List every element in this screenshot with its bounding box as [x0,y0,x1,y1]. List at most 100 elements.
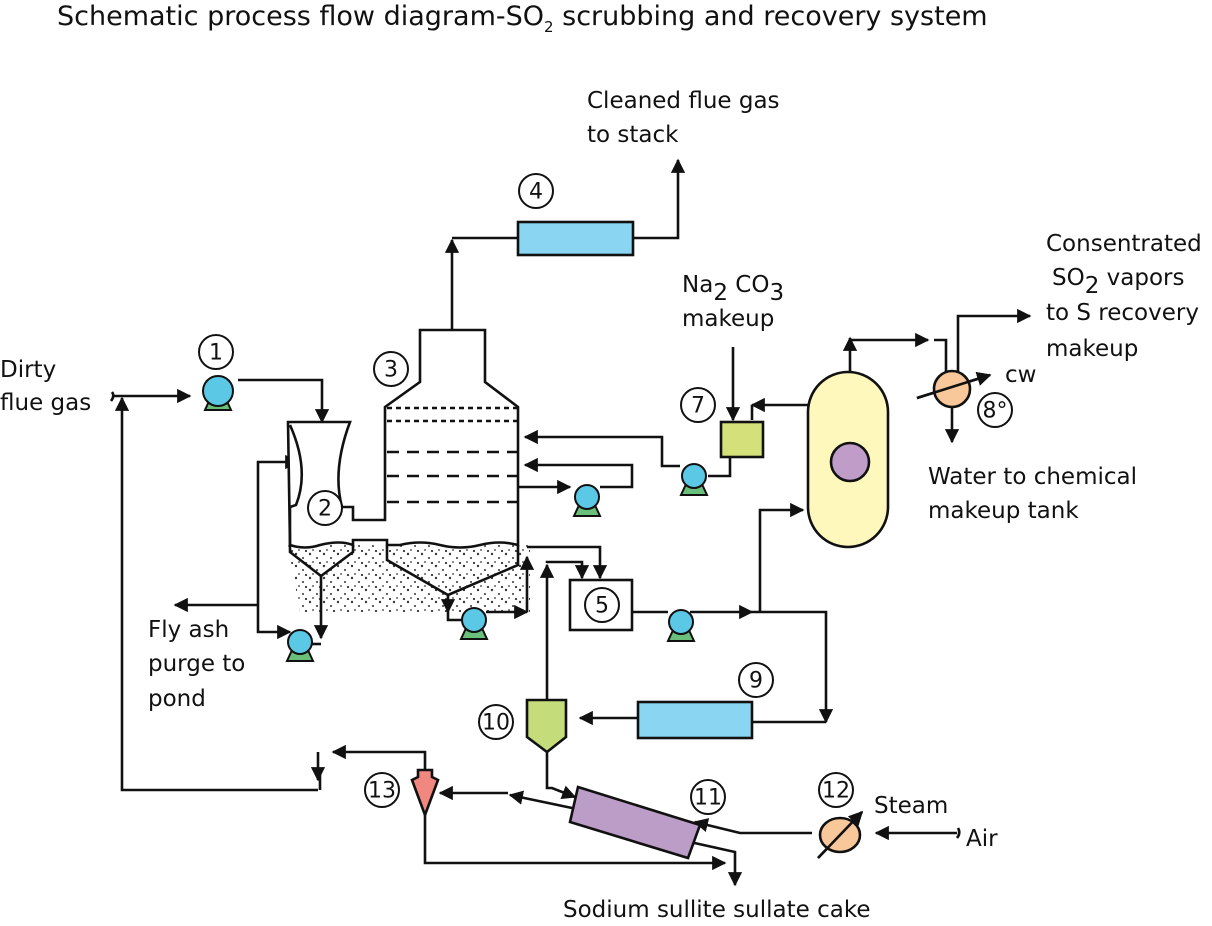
pipe-recirc-return [523,457,634,489]
pipe-to-pump-b [446,612,462,622]
pipe-chem-to-scrubber [523,429,680,468]
number-circle [307,490,343,526]
pipe-to-evaporator [758,502,805,612]
pipe-thickener-to-dryer [545,752,577,799]
number-label: 13 [368,779,396,804]
venturi-left-wall [288,424,304,545]
pipe-break-symbol [109,391,115,402]
equipment-number-7: 8° [977,392,1013,428]
pipe-dryer-solids [689,840,743,887]
equipment-number-10: 11 [690,779,726,815]
number-label: 1 [209,341,223,366]
pipe-so2-vapors-out [956,308,1032,372]
number-label: 12 [822,779,850,804]
pump-scrubber-icon [459,607,489,640]
number-circle [584,587,620,623]
rotary-dryer-11 [568,785,702,860]
label-fly-ash-1: Fly ash [148,617,229,643]
number-circle [518,173,554,209]
pump-body [574,484,600,510]
label-dirty-flue-gas-1: Dirty [0,357,56,383]
pipe-to-tank5-b [545,560,590,580]
pipe-chem-tank-out [708,457,732,478]
pump-body [202,375,234,407]
number-label: 7 [691,394,705,419]
pump-recirc-icon [572,484,602,517]
label-cleaned-flue-gas-2: to stack [587,122,679,148]
venturi-hopper [288,545,355,578]
scrubber-hopper [385,545,520,597]
pipe-to-cooler9 [752,610,834,724]
label-so2-line1: Consentrated [1046,231,1202,257]
pump-body [668,609,694,635]
pump-chem-icon [679,463,709,496]
cooler-9 [636,700,754,740]
equipment-number-8: 9 [738,662,774,698]
chemical-makeup-tank-7 [719,420,765,459]
pipe-dryer-gas-out [508,790,573,810]
number-label: 5 [595,594,609,619]
equipment-number-1: 1 [198,334,234,370]
cooler-4 [516,220,635,257]
pipe-venturi-side-feed [256,454,300,605]
thickener-10 [525,698,568,754]
label-so2-line4: makeup [1046,336,1138,362]
label-na2co3-makeup: makeup [682,306,774,332]
number-label: 3 [384,358,398,383]
diagram-title: Schematic process flow diagram-SO2 scrub… [57,1,988,36]
equipment-number-12: 13 [364,772,400,808]
pipe-to-stack [633,158,686,240]
scrubber-trays [387,406,518,504]
pipe-pump-a-discharge [256,605,292,640]
number-label: 10 [482,711,510,736]
label-fly-ash-3: pond [148,686,206,712]
condenser-8 [932,369,972,409]
pump-body [287,629,313,655]
pipe-air-break [955,827,961,839]
label-steam: Steam [874,793,948,819]
number-label: 8° [983,399,1008,424]
pipe-condenser-in [934,338,948,372]
label-cw: cw [1005,362,1036,388]
number-circle [364,772,400,808]
pipe-recycle-return [114,396,318,792]
number-label: 11 [694,786,722,811]
pumps [202,375,709,662]
equipment-number-2: 2 [307,490,343,526]
pump-venturi-icon [285,629,315,662]
equipment-number-6: 7 [680,387,716,423]
sludge-region [288,545,530,612]
equipment-number-11: 12 [818,772,854,808]
number-circle [478,704,514,740]
pump-body [681,463,707,489]
label-water-to-tank-2: makeup tank [928,498,1079,524]
pump-tank5-icon [666,609,696,642]
number-label: 2 [318,497,332,522]
number-circle [977,392,1013,428]
equipment-number-5: 5 [584,587,620,623]
label-cake: Sodium sullite sullate cake [563,897,870,923]
label-cleaned-flue-gas-1: Cleaned flue gas [587,88,780,114]
number-circle [373,351,409,387]
equipment-number-9: 10 [478,704,514,740]
number-label: 9 [749,669,763,694]
pump-body [461,607,487,633]
equipment-number-3: 3 [373,351,409,387]
pipe-hot-air [693,818,812,835]
label-dirty-flue-gas-2: flue gas [0,390,91,416]
label-fly-ash-2: purge to [148,651,245,677]
number-circle [680,387,716,423]
label-so2-line3: to S recovery [1046,300,1199,326]
piping [109,158,1032,887]
fan-1-icon [202,375,234,411]
number-circle [738,662,774,698]
label-water-to-tank-1: Water to chemical [928,464,1137,490]
number-label: 4 [529,180,543,205]
pipe-to-tank5-a [527,545,608,580]
evaporator-core [829,441,871,483]
label-na2co3: Na2 CO3 [682,272,784,306]
cyclone-13 [410,768,440,819]
number-circle [818,772,854,808]
